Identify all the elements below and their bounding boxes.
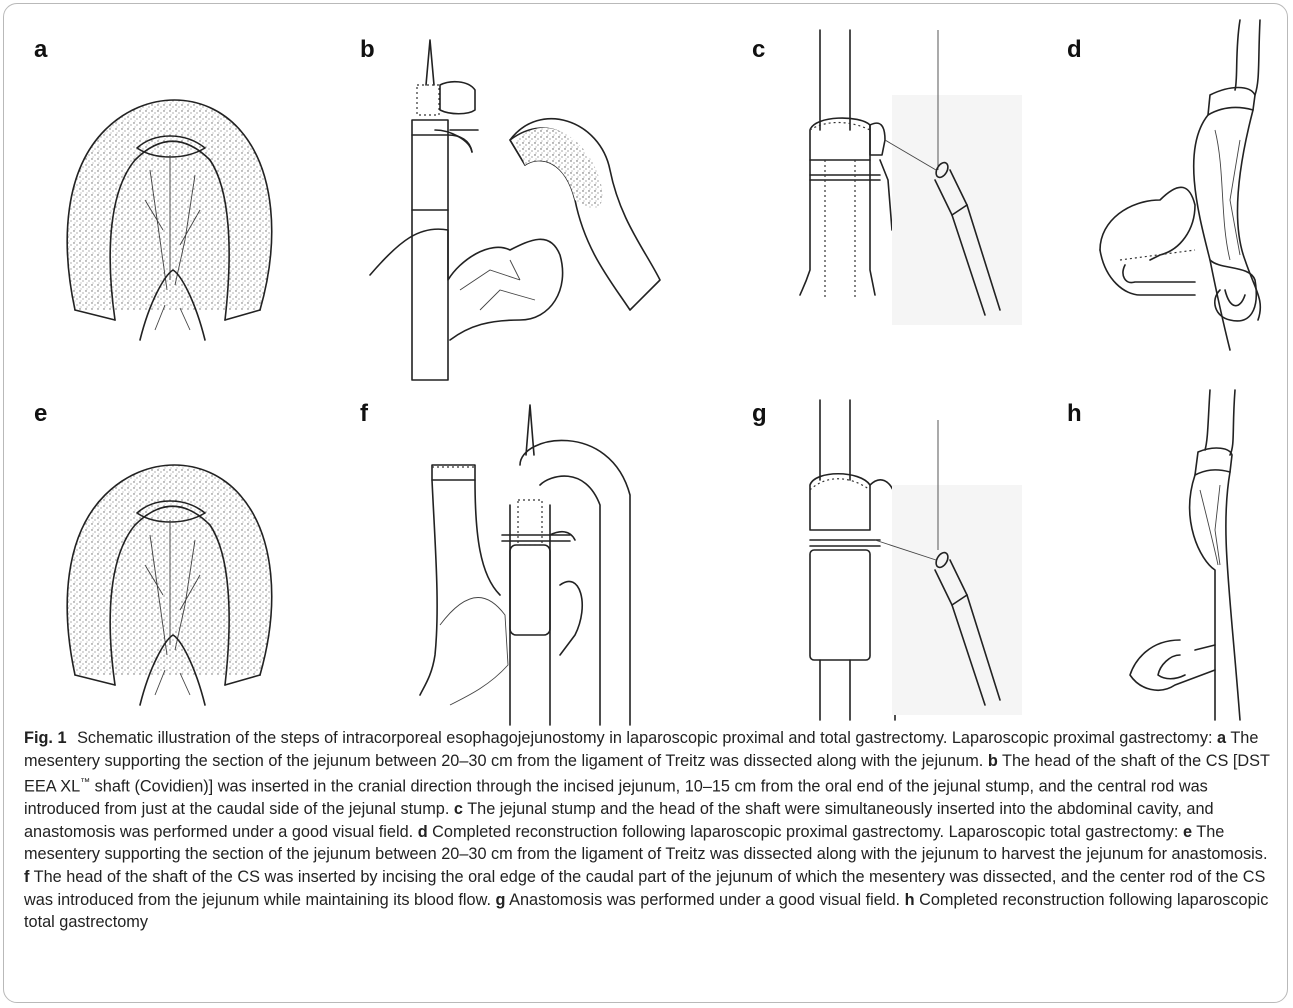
figure-caption: Fig. 1 Schematic illustration of the ste…: [24, 727, 1272, 934]
figure-label: Fig. 1: [24, 729, 67, 747]
trademark-symbol: ™: [80, 777, 90, 788]
caption-ref-e: e: [1183, 823, 1192, 841]
illustration-a: [55, 80, 285, 345]
caption-ref-b: b: [988, 752, 998, 770]
illustration-d: [1080, 20, 1280, 350]
caption-ref-g: g: [496, 891, 506, 909]
panel-label-f: f: [360, 402, 368, 426]
caption-ref-h: h: [905, 891, 915, 909]
caption-text-d: Completed reconstruction following lapar…: [432, 823, 1178, 841]
caption-ref-a: a: [1217, 729, 1226, 747]
panel-label-h: h: [1067, 402, 1082, 426]
illustration-e: [55, 445, 285, 710]
panel-label-e: e: [34, 402, 47, 426]
illustration-h: [1120, 390, 1280, 720]
illustration-g: [790, 400, 1050, 720]
caption-intro: Schematic illustration of the steps of i…: [77, 729, 1212, 747]
illustration-b: [360, 40, 660, 340]
panel-label-c: c: [752, 38, 765, 62]
illustration-f: [410, 405, 690, 725]
caption-ref-d: d: [418, 823, 428, 841]
illustration-c: [790, 30, 1050, 335]
panel-label-a: a: [34, 38, 47, 62]
caption-ref-c: c: [454, 800, 463, 818]
panel-label-g: g: [752, 402, 767, 426]
caption-ref-f: f: [24, 868, 29, 886]
caption-text-g: Anastomosis was performed under a good v…: [509, 891, 900, 909]
